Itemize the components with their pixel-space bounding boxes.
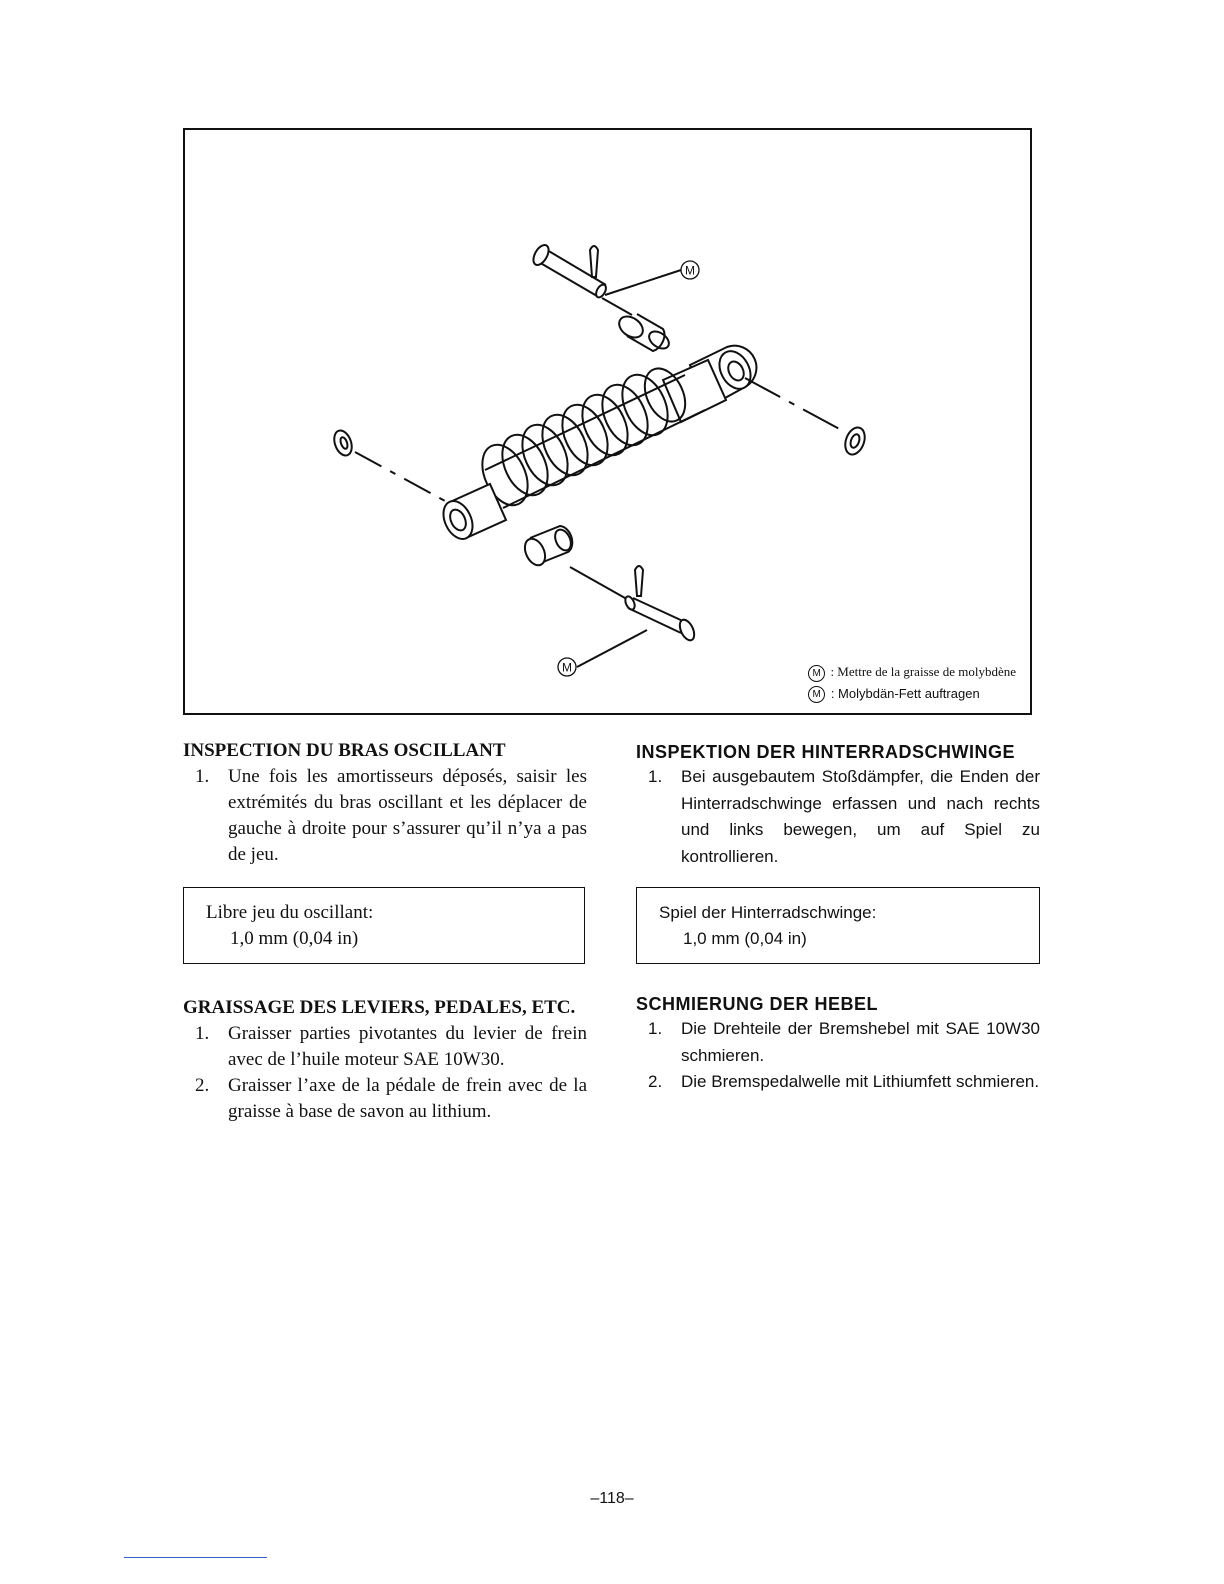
list-item-number: 1. — [648, 1019, 663, 1038]
upper-cotter-pin — [588, 245, 600, 278]
right-washer — [844, 426, 866, 456]
footer-rule — [124, 1557, 267, 1558]
list-item-number: 1. — [195, 766, 210, 787]
left-washer — [333, 429, 353, 457]
molybdenum-grease-symbol: M — [808, 686, 826, 704]
upper-bushing — [601, 297, 670, 353]
list-item: 1. Die Drehteile der Bremshebel mit SAE … — [636, 1016, 1040, 1069]
legend-german-text: : Molybdän-Fett auftragen — [830, 686, 980, 701]
list-item-number: 1. — [195, 1023, 210, 1044]
spec-label: Libre jeu du oscillant: — [206, 902, 374, 923]
french-spec-box: Libre jeu du oscillant: 1,0 mm (0,04 in) — [183, 887, 585, 964]
french-section2-list: 1. Graisser parties pivotantes du levier… — [183, 1021, 587, 1125]
upper-m-callout: M — [680, 260, 700, 280]
german-section2-list: 1. Die Drehteile der Bremshebel mit SAE … — [636, 1016, 1040, 1096]
spec-value: 1,0 mm (0,04 in) — [230, 928, 359, 949]
svg-text:M: M — [685, 264, 695, 278]
list-item-text: Graisser l’axe de la pédale de frein ave… — [228, 1075, 587, 1122]
spec-value: 1,0 mm (0,04 in) — [683, 929, 807, 948]
list-item-number: 1. — [648, 767, 663, 786]
german-spec-box: Spiel der Hinterradschwinge: 1,0 mm (0,0… — [636, 887, 1040, 964]
french-section1-heading: INSPECTION DU BRAS OSCILLANT — [183, 740, 506, 761]
legend-french: M : Mettre de la graisse de molybdène — [808, 661, 1016, 683]
list-item-text: Die Drehteile der Bremshebel mit SAE 10W… — [681, 1019, 1040, 1065]
list-item: 1. Bei ausgebautem Stoßdämpfer, die Ende… — [636, 764, 1040, 870]
list-item: 1. Graisser parties pivotantes du levier… — [183, 1021, 587, 1073]
french-section1-list: 1. Une fois les amortisseurs déposés, sa… — [183, 764, 587, 868]
list-item-text: Bei ausgebautem Stoßdämpfer, die Enden d… — [681, 767, 1040, 866]
upper-callout-line — [604, 269, 682, 296]
french-section2-heading: GRAISSAGE DES LEVIERS, PEDALES, ETC. — [183, 997, 576, 1018]
list-item-text: Une fois les amortisseurs déposés, saisi… — [228, 766, 587, 865]
figure-legend: M : Mettre de la graisse de molybdène M … — [808, 661, 1016, 705]
list-item: 2. Graisser l’axe de la pédale de frein … — [183, 1073, 587, 1125]
upper-pin — [532, 244, 607, 299]
spec-label: Spiel der Hinterradschwinge: — [659, 903, 877, 922]
legend-german: M : Molybdän-Fett auftragen — [808, 683, 1016, 705]
lower-m-callout: M — [557, 657, 577, 677]
german-section1-heading: INSPEKTION DER HINTERRADSCHWINGE — [636, 742, 1016, 762]
lower-callout-line — [576, 629, 648, 668]
lower-bushing — [523, 524, 626, 599]
french-column: INSPECTION DU BRAS OSCILLANT 1. Une fois… — [183, 738, 587, 1125]
list-item: 2. Die Bremspedalwelle mit Lithiumfett s… — [636, 1069, 1040, 1096]
german-column: INSPEKTION DER HINTERRADSCHWINGE 1. Bei … — [636, 740, 1040, 1096]
shock-absorber — [442, 344, 758, 540]
svg-text:M: M — [562, 661, 572, 675]
german-section1-list: 1. Bei ausgebautem Stoßdämpfer, die Ende… — [636, 764, 1040, 870]
shock-absorber-exploded-diagram: M M — [333, 244, 866, 677]
list-item: 1. Une fois les amortisseurs déposés, sa… — [183, 764, 587, 868]
lower-cotter-pin — [633, 565, 645, 597]
list-item-number: 2. — [648, 1072, 663, 1091]
list-item-text: Die Bremspedalwelle mit Lithiumfett schm… — [681, 1072, 1040, 1091]
lower-pin — [624, 595, 696, 642]
right-dashed-line — [744, 377, 846, 433]
list-item-text: Graisser parties pivotantes du levier de… — [228, 1023, 587, 1070]
page-number: –118– — [590, 1490, 634, 1507]
molybdenum-grease-symbol: M — [808, 664, 826, 682]
legend-french-text: : Mettre de la graisse de molybdène — [830, 664, 1016, 679]
list-item-number: 2. — [195, 1075, 210, 1096]
shock-absorber-figure: M M M : Mettre de la graisse de molybdèn… — [183, 128, 1032, 715]
german-section2-heading: SCHMIERUNG DER HEBEL — [636, 994, 879, 1014]
left-dashed-line — [354, 451, 448, 503]
